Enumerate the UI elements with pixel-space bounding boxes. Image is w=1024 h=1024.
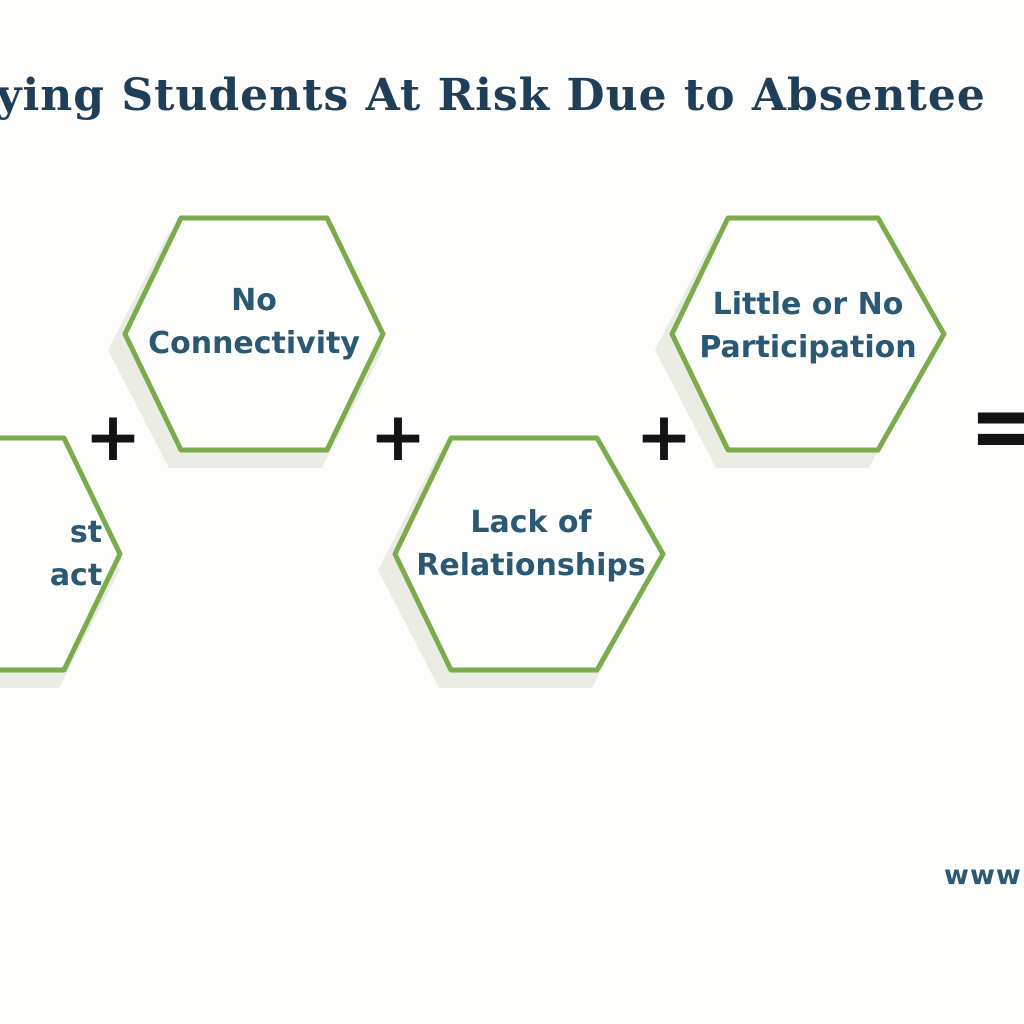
plus-operator: + [369, 398, 427, 477]
factor-label-line: Participation [699, 330, 917, 365]
hexagon-shape [655, 215, 947, 468]
factor-label: Lack of Relationships [395, 426, 667, 662]
factor-label: st act [0, 436, 120, 672]
hexagon-factor-3: Lack of Relationships [378, 435, 695, 706]
factor-label-line: st [69, 515, 103, 550]
hexagon-shape [0, 435, 123, 688]
factor-label-line: Relationships [416, 548, 646, 583]
hexagon-shape [108, 215, 386, 468]
hexagon-shape [378, 435, 666, 688]
factor-label-line: Lack of [470, 505, 592, 540]
diagram-title: ntifying Students At Risk Due to Absente… [0, 70, 986, 121]
plus-operator: + [635, 398, 693, 477]
factor-label: Little or No Participation [672, 208, 944, 444]
factor-label-line: Little or No [712, 287, 904, 322]
factor-label-line: No [231, 283, 277, 318]
factor-label: No Connectivity [125, 204, 383, 440]
title-bar: ntifying Students At Risk Due to Absente… [0, 66, 1024, 136]
hexagon-factor-1: st act [0, 435, 150, 706]
equals-operator: = [967, 370, 1024, 482]
plus-operator: + [84, 398, 142, 477]
footer-url[interactable]: www [944, 860, 1022, 891]
factor-label-line: act [49, 558, 103, 593]
hexagon-factor-2: No Connectivity [108, 215, 425, 486]
hexagon-factor-4: Little or No Participation [655, 215, 972, 486]
factor-label-line: Connectivity [148, 326, 360, 361]
